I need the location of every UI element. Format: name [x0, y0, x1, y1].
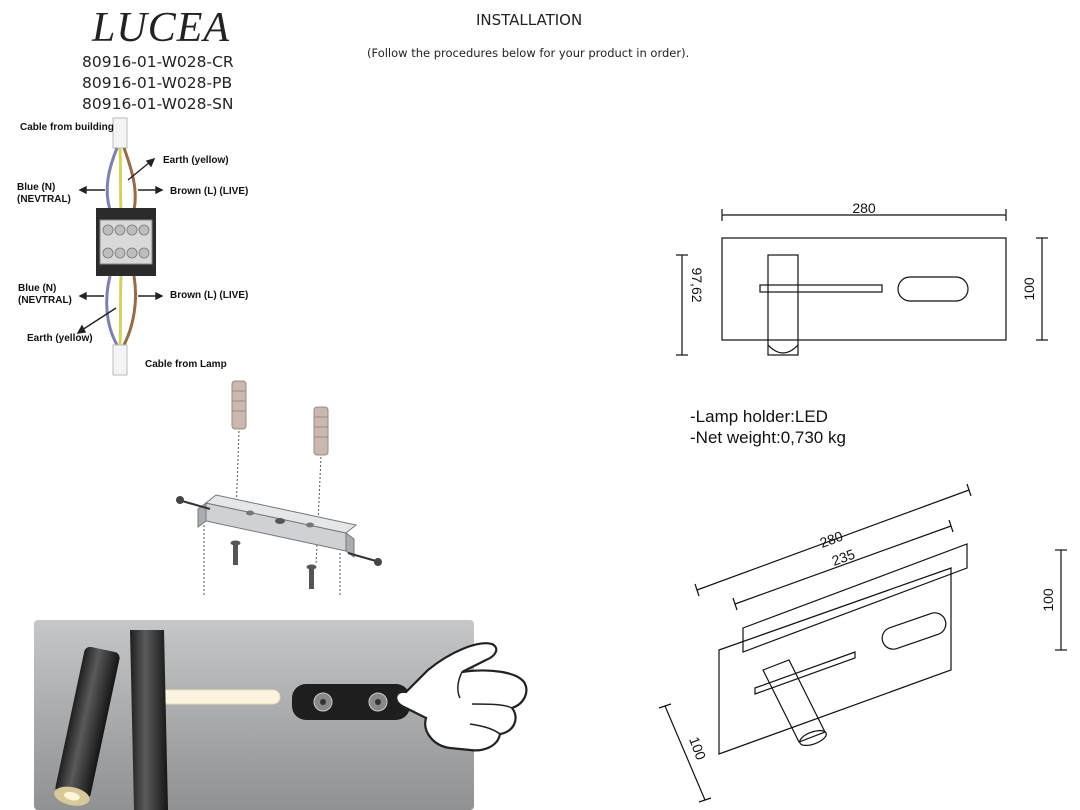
dim-width-label: 280 — [852, 200, 876, 216]
mounting-bracket-diagram — [176, 380, 382, 597]
brand-name: LUCEA — [92, 5, 231, 51]
model-list: 80916-01-W028-CR 80916-01-W028-PB 80916-… — [82, 52, 234, 115]
switch-panel — [292, 684, 410, 720]
label-line: (NEVTRAL) — [17, 194, 71, 205]
label-cable-building: Cable from building — [20, 122, 114, 133]
yellow-wire — [118, 147, 123, 211]
label-earth-top: Earth (yellow) — [163, 155, 229, 166]
label-earth-bottom: Earth (yellow) — [27, 333, 93, 344]
label-line: (NEVTRAL) — [18, 295, 72, 306]
model-number: 80916-01-W028-SN — [82, 95, 234, 113]
iso-inner-width-label: 235 — [830, 546, 858, 569]
lamp-illustration — [34, 620, 528, 810]
screw-icon — [374, 558, 382, 566]
label-brown-bottom: Brown (L) (LIVE) — [170, 290, 249, 301]
spotlight-icon — [54, 646, 120, 806]
label-blue-top: Blue (N) (NEVTRAL) — [17, 182, 71, 206]
wall-plug-icon — [231, 380, 247, 430]
lamp-arm — [130, 630, 168, 810]
model-number: 80916-01-W028-CR — [82, 53, 234, 71]
wiring-diagram — [76, 117, 164, 376]
screw-icon — [306, 564, 317, 589]
page-title: INSTALLATION — [476, 11, 583, 29]
iso-width-label: 280 — [818, 528, 846, 551]
pointing-hand-icon — [395, 642, 528, 752]
label-brown-top: Brown (L) (LIVE) — [170, 186, 249, 197]
spec-list: -Lamp holder:LED -Net weight:0,730 kg — [690, 406, 846, 448]
page-subtitle: (Follow the procedures below for your pr… — [367, 46, 690, 60]
screw-icon — [230, 540, 241, 565]
dimension-drawing-isometric: 280 235 100 100 — [658, 483, 1067, 803]
bracket-icon — [197, 494, 358, 558]
brown-wire — [122, 147, 137, 211]
screw-icon — [176, 496, 184, 504]
iso-height-label: 100 — [1040, 588, 1056, 612]
label-cable-lamp: Cable from Lamp — [145, 359, 227, 370]
wall-plug-icon — [313, 406, 329, 456]
iso-depth-label: 100 — [686, 735, 709, 763]
label-line: Blue (N) — [18, 283, 57, 294]
dimension-drawing-front: 280 97,62 100 — [676, 200, 1048, 356]
model-number: 80916-01-W028-PB — [82, 74, 233, 92]
dim-depth-label: 97,62 — [689, 267, 705, 302]
spec-lamp-holder: -Lamp holder:LED — [690, 407, 828, 426]
blue-wire — [105, 147, 119, 211]
label-line: Blue (N) — [17, 182, 56, 193]
spec-net-weight: -Net weight:0,730 kg — [690, 428, 846, 447]
label-blue-bottom: Blue (N) (NEVTRAL) — [18, 283, 72, 307]
dim-height-label: 100 — [1021, 277, 1037, 301]
